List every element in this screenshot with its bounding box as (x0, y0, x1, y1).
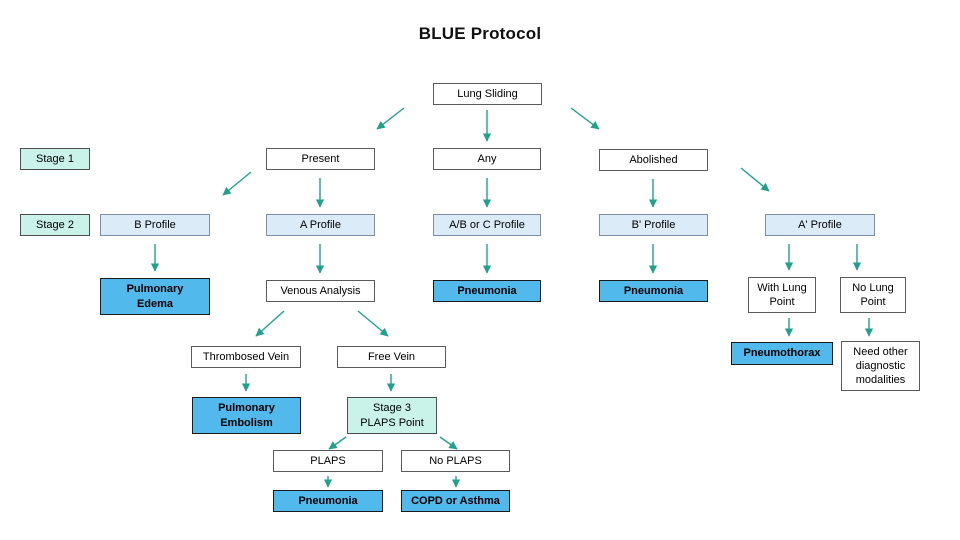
node-pneumonia-bprime: Pneumonia (599, 280, 708, 302)
node-a-prime-profile: A' Profile (765, 214, 875, 236)
node-pneumonia-abc: Pneumonia (433, 280, 541, 302)
node-a-profile: A Profile (266, 214, 375, 236)
node-with-lung-point: With Lung Point (748, 277, 816, 313)
node-b-prime-profile: B' Profile (599, 214, 708, 236)
node-lung-sliding: Lung Sliding (433, 83, 542, 105)
node-stage-3-plaps-point: Stage 3 PLAPS Point (347, 397, 437, 434)
node-copd-or-asthma: COPD or Asthma (401, 490, 510, 512)
node-need-other-modalities: Need other diagnostic modalities (841, 341, 920, 391)
arrow-lungsliding-present (376, 107, 405, 130)
arrow-stage3-noplaps (439, 436, 458, 450)
arrow-venousanalysis-thrombosedvein (255, 310, 285, 337)
node-abolished: Abolished (599, 149, 708, 171)
node-b-profile: B Profile (100, 214, 210, 236)
node-pulmonary-embolism: Pulmonary Embolism (192, 397, 301, 434)
node-pneumonia-plaps: Pneumonia (273, 490, 383, 512)
node-venous-analysis: Venous Analysis (266, 280, 375, 302)
node-no-lung-point: No Lung Point (840, 277, 906, 313)
arrow-abolished-aprimeprofile (740, 167, 770, 192)
node-pulmonary-edema: Pulmonary Edema (100, 278, 210, 315)
node-pneumothorax: Pneumothorax (731, 342, 833, 365)
page-title: BLUE Protocol (418, 24, 542, 43)
node-thrombosed-vein: Thrombosed Vein (191, 346, 301, 368)
node-free-vein: Free Vein (337, 346, 446, 368)
node-any: Any (433, 148, 541, 170)
arrow-lungsliding-abolished (570, 107, 600, 130)
node-no-plaps: No PLAPS (401, 450, 510, 472)
node-ab-or-c-profile: A/B or C Profile (433, 214, 541, 236)
arrow-venousanalysis-freevein (357, 310, 389, 337)
arrow-present-bprofile (222, 171, 252, 196)
node-stage-2: Stage 2 (20, 214, 90, 236)
node-plaps: PLAPS (273, 450, 383, 472)
node-present: Present (266, 148, 375, 170)
arrow-stage3-plaps (328, 436, 347, 450)
node-stage-1: Stage 1 (20, 148, 90, 170)
